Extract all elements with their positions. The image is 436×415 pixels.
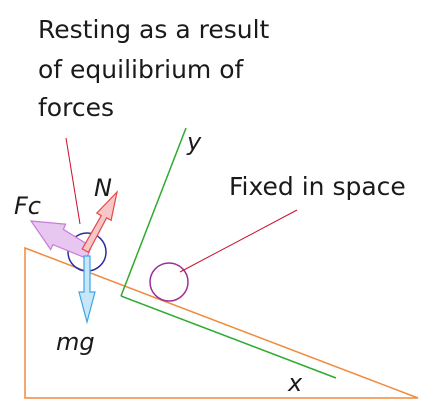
incline-plane (24, 246, 419, 399)
gravity-force-arrow (78, 255, 96, 325)
y-axis (120, 127, 187, 297)
resting-pointer-line (65, 137, 81, 225)
gravity-force-label: mg (56, 328, 95, 356)
resting-caption-line3: forces (38, 93, 114, 122)
friction-force-label: Fc (14, 192, 41, 220)
y-axis-label: y (186, 128, 202, 156)
resting-caption-line2: of equilibrium of (38, 55, 245, 84)
normal-force-arrow (81, 190, 119, 254)
fixed-ball (149, 262, 189, 302)
normal-force-label: N (94, 174, 112, 202)
fixed-pointer-line (179, 209, 298, 273)
fixed-caption: Fixed in space (229, 172, 406, 201)
x-axis (120, 295, 337, 379)
x-axis-label: x (287, 369, 303, 397)
friction-force-arrow (29, 220, 92, 260)
resting-caption-line1: Resting as a result (38, 15, 270, 44)
